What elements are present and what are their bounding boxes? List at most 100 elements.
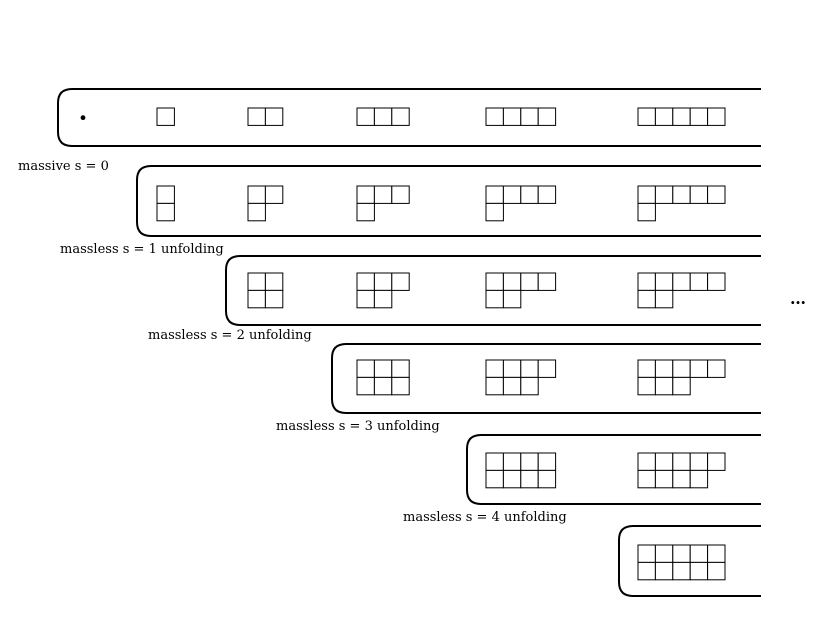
box xyxy=(391,359,410,378)
box xyxy=(637,272,656,291)
box xyxy=(485,376,504,396)
box xyxy=(637,561,656,581)
box xyxy=(689,544,709,563)
box xyxy=(672,452,691,471)
box xyxy=(637,452,656,471)
box xyxy=(654,452,674,471)
young-diagram-row2-2-2 xyxy=(247,272,284,309)
box xyxy=(537,452,557,471)
box xyxy=(689,469,709,489)
box xyxy=(391,107,410,126)
box xyxy=(156,202,175,222)
box xyxy=(485,272,504,291)
box xyxy=(264,272,284,291)
box xyxy=(537,185,557,204)
box xyxy=(637,185,656,204)
box xyxy=(373,107,393,126)
box xyxy=(689,359,709,378)
box xyxy=(689,452,709,471)
bracket-row-2 xyxy=(225,255,761,326)
box xyxy=(654,359,674,378)
bracket-row-0 xyxy=(57,88,761,147)
box xyxy=(502,272,522,291)
box xyxy=(707,452,726,471)
box xyxy=(689,107,709,126)
box xyxy=(520,185,539,204)
box xyxy=(520,376,539,396)
ellipsis: … xyxy=(790,289,806,308)
box xyxy=(707,272,726,291)
young-diagram-row0-empty xyxy=(80,115,86,121)
box xyxy=(485,107,504,126)
box xyxy=(485,289,504,309)
box xyxy=(502,359,522,378)
box xyxy=(654,289,674,309)
box xyxy=(672,561,691,581)
label-massless-s3-unfolding: massless s = 3 unfolding xyxy=(276,419,440,434)
box xyxy=(373,359,393,378)
box xyxy=(373,289,393,309)
young-diagram-row0-3 xyxy=(356,107,410,126)
box xyxy=(672,469,691,489)
young-diagram-row1-3-1 xyxy=(356,185,410,222)
box xyxy=(654,272,674,291)
young-diagram-row4-4-4 xyxy=(485,452,557,489)
box xyxy=(637,107,656,126)
box xyxy=(485,469,504,489)
box xyxy=(391,376,410,396)
box xyxy=(264,289,284,309)
box xyxy=(520,272,539,291)
young-diagram-row1-2-1 xyxy=(247,185,284,222)
box xyxy=(637,202,656,222)
young-diagram-row3-3-3 xyxy=(356,359,410,396)
box xyxy=(654,469,674,489)
box xyxy=(637,359,656,378)
box xyxy=(502,185,522,204)
box xyxy=(247,185,266,204)
young-diagram-row2-5-2 xyxy=(637,272,726,309)
box xyxy=(502,452,522,471)
box xyxy=(707,561,726,581)
box xyxy=(537,359,557,378)
young-diagram-row0-2 xyxy=(247,107,284,126)
box xyxy=(654,185,674,204)
label-massive-s0: massive s = 0 xyxy=(18,159,109,174)
box xyxy=(520,452,539,471)
box xyxy=(356,272,375,291)
box xyxy=(502,107,522,126)
box xyxy=(689,272,709,291)
box xyxy=(373,272,393,291)
box xyxy=(689,561,709,581)
box xyxy=(707,107,726,126)
box xyxy=(672,185,691,204)
box xyxy=(391,272,410,291)
box xyxy=(356,359,375,378)
young-diagram-row1-5-1 xyxy=(637,185,726,222)
box xyxy=(520,469,539,489)
young-diagram-row0-5 xyxy=(637,107,726,126)
box xyxy=(156,107,175,126)
box xyxy=(537,107,557,126)
label-massless-s4-unfolding: massless s = 4 unfolding xyxy=(403,510,567,525)
box xyxy=(707,185,726,204)
bracket-row-1 xyxy=(136,165,761,237)
young-diagram-row4-5-4 xyxy=(637,452,726,489)
young-diagram-row2-4-2 xyxy=(485,272,557,309)
box xyxy=(654,376,674,396)
row-brackets xyxy=(57,88,761,597)
box xyxy=(391,185,410,204)
young-diagram-row5-5-5 xyxy=(637,544,726,581)
box xyxy=(485,185,504,204)
bracket-row-5 xyxy=(618,525,761,597)
box xyxy=(264,185,284,204)
box xyxy=(373,185,393,204)
box xyxy=(264,107,284,126)
bracket-row-3 xyxy=(331,343,761,414)
young-diagram-row3-5-3 xyxy=(637,359,726,396)
box xyxy=(247,202,266,222)
box xyxy=(637,289,656,309)
box xyxy=(356,202,375,222)
young-diagram-row3-4-3 xyxy=(485,359,557,396)
box xyxy=(156,185,175,204)
box xyxy=(654,544,674,563)
